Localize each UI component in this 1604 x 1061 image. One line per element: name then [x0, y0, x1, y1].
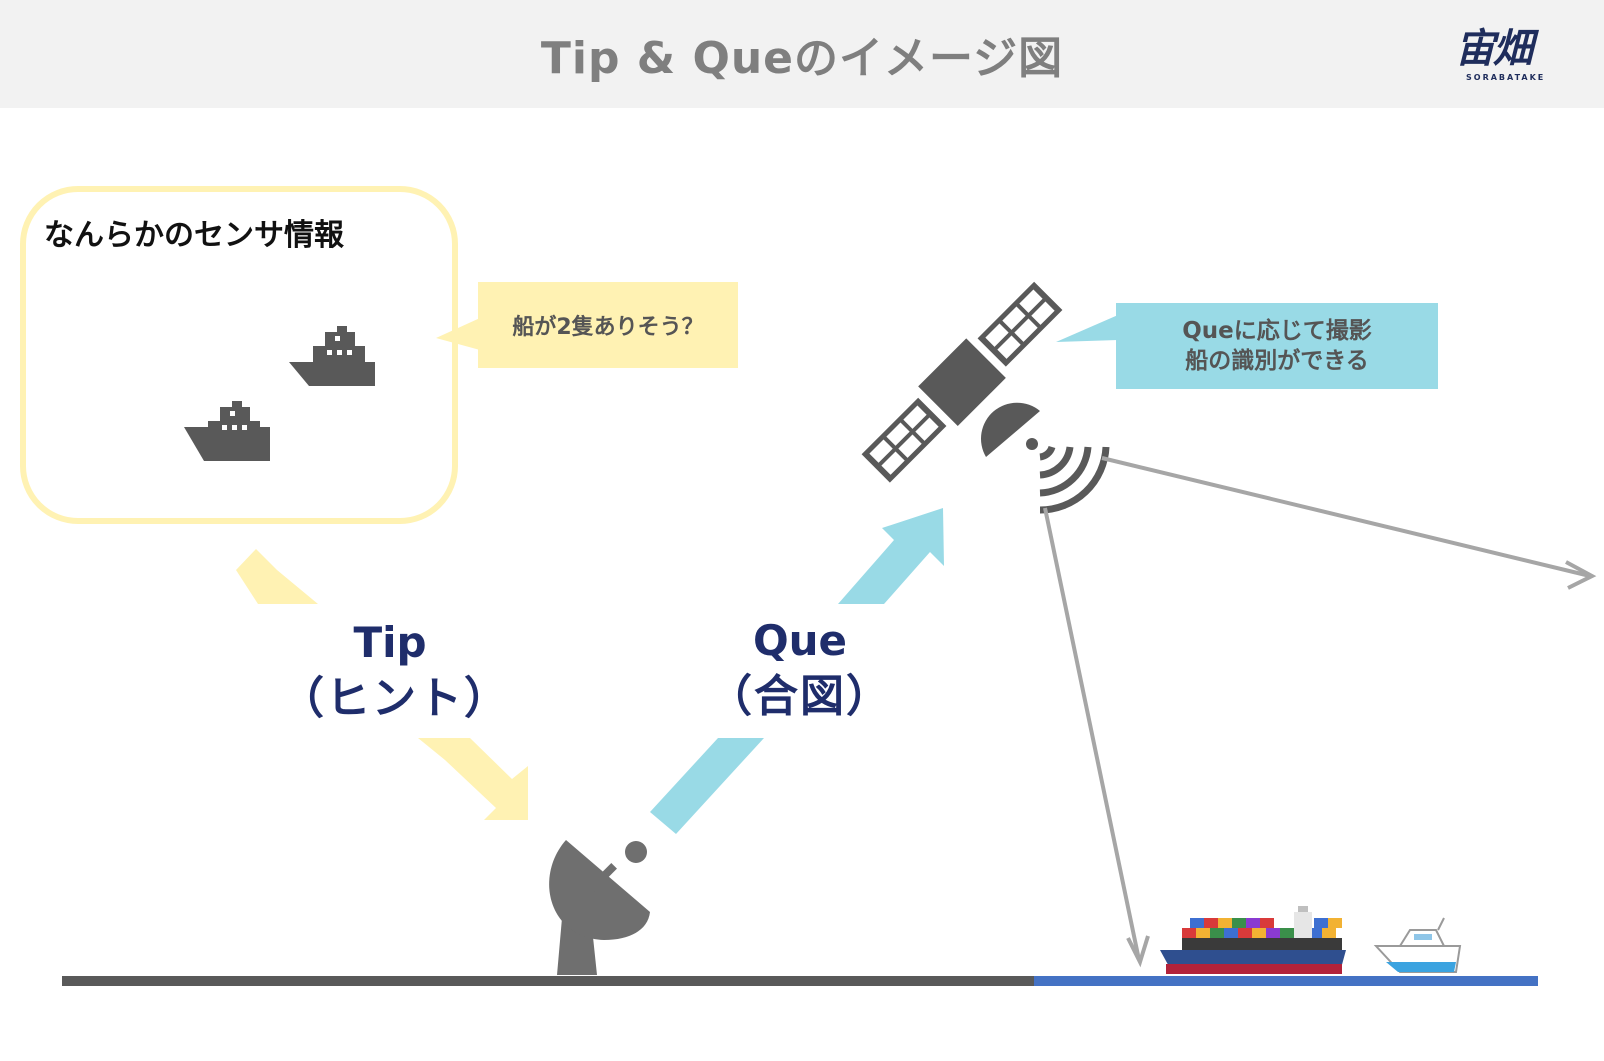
satellite-icon	[861, 281, 1063, 483]
que-arrow	[650, 508, 944, 834]
que-label: Que （合図）	[690, 613, 910, 725]
satellite-callout-line2: 船の識別ができる	[1185, 348, 1369, 374]
sensor-callout: 船が2隻ありそう？	[478, 282, 738, 368]
signal-waves-icon	[1039, 445, 1110, 514]
ship-icon	[184, 401, 270, 461]
tip-label-title: Tip	[353, 618, 427, 667]
container-ship-icon	[1160, 906, 1346, 974]
que-label-title: Que	[752, 616, 848, 665]
satellite-callout: Queに応じて撮影 船の識別ができる	[1116, 303, 1438, 389]
sensor-panel-title: なんらかのセンサ情報	[44, 218, 344, 253]
radar-dish-icon	[549, 840, 650, 975]
tip-label: Tip （ヒント）	[280, 615, 510, 727]
logo-subtitle: SORABATAKE	[1466, 73, 1546, 82]
sensor-callout-tail	[436, 318, 480, 350]
que-label-subtitle: （合図）	[708, 671, 892, 722]
motorboat-icon	[1373, 917, 1462, 973]
tip-arrow	[236, 549, 528, 820]
sensor-info-panel	[20, 186, 458, 524]
tip-label-subtitle: （ヒント）	[280, 673, 510, 724]
ship-icon	[289, 326, 375, 386]
observation-beams	[1043, 456, 1597, 968]
sea-line	[1034, 976, 1538, 986]
sensor-callout-text: 船が2隻ありそう？	[512, 315, 704, 340]
ground-line	[62, 976, 1034, 986]
logo-wordmark: 宙畑	[1455, 26, 1533, 72]
satellite-callout-line1: Queに応じて撮影	[1182, 318, 1372, 344]
satellite-callout-tail	[1056, 315, 1118, 342]
page-title: Tip & Queのイメージ図	[540, 33, 1064, 84]
header-bar	[0, 0, 1604, 108]
